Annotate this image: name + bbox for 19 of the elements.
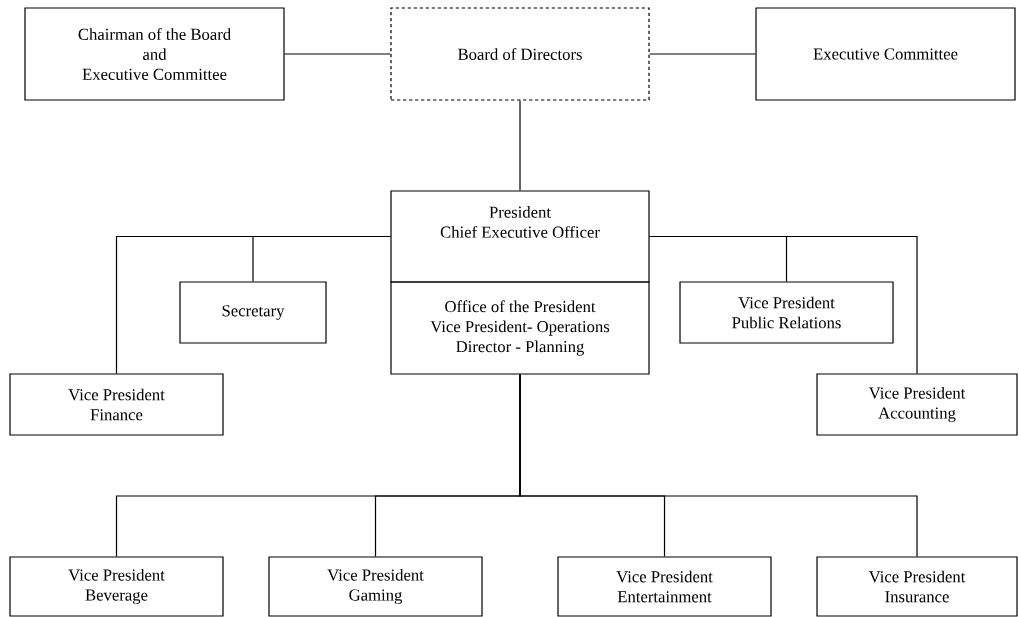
org-box: Office of the President Vice President- Operations Director - Planning <box>390 281 650 375</box>
connector-line <box>284 53 391 55</box>
org-box: Vice President Finance <box>9 373 224 436</box>
org-box: President Chief Executive Officer <box>390 190 650 283</box>
org-box: Vice President Public Relations <box>679 281 894 344</box>
org-box: Vice President Insurance <box>816 556 1018 617</box>
org-box: Vice President Beverage <box>9 556 224 617</box>
connector-line <box>649 53 756 55</box>
org-box: Chairman of the Board and Executive Committee <box>24 7 285 101</box>
connector-line <box>649 235 918 374</box>
org-box: Secretary <box>179 281 327 344</box>
org-box: Vice President Gaming <box>268 556 483 617</box>
connector-line <box>519 100 521 191</box>
org-box: Vice President Entertainment <box>557 556 772 617</box>
org-box: Executive Committee <box>755 7 1016 101</box>
connector-line <box>252 235 391 282</box>
org-box: Board of Directors <box>390 7 650 101</box>
org-box: Vice President Accounting <box>816 373 1018 436</box>
connector-line <box>519 374 918 557</box>
